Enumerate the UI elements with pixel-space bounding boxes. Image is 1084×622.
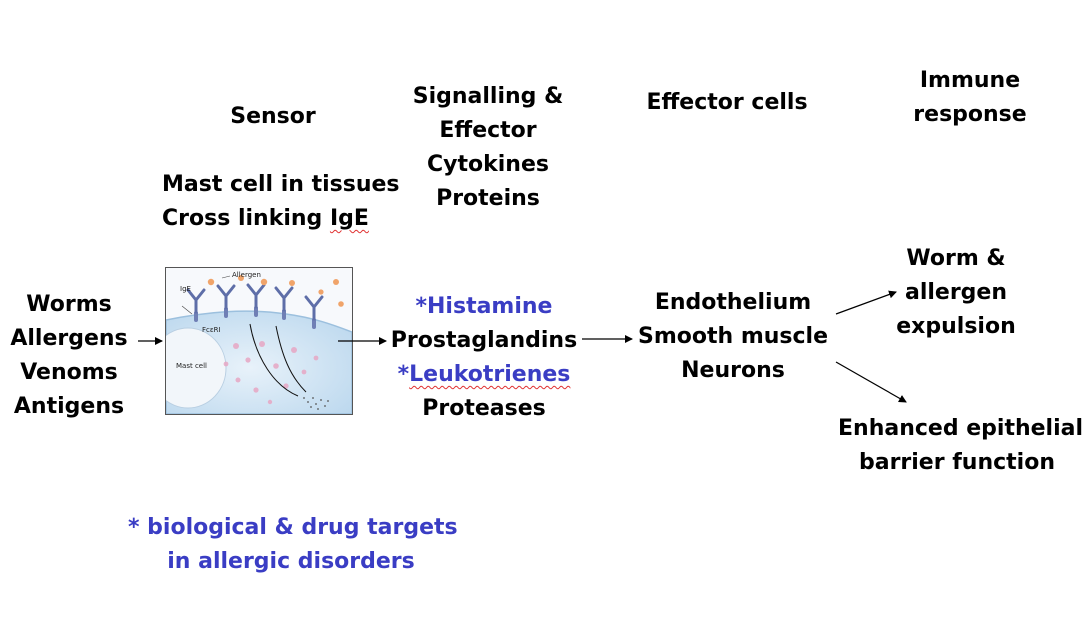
response-expulsion-line-1: Worm & (906, 246, 1006, 271)
mediator-prostaglandins: Prostaglandins (390, 328, 578, 353)
mediator-leukotrienes: *Leukotrienes (384, 358, 584, 392)
sensor-desc-ige: IgE (329, 206, 369, 231)
input-allergens: Allergens (10, 326, 128, 351)
signalling-header: Signalling & Effector Cytokines Proteins (398, 80, 578, 216)
effector-cell-list: Endothelium Smooth muscle Neurons (633, 286, 833, 388)
sensor-desc-cross-linking: Cross linking (162, 206, 330, 231)
ige-antibodies (186, 283, 324, 321)
response-barrier-line-2: barrier function (858, 450, 1056, 475)
figure-label-mast-cell: Mast cell (176, 362, 207, 370)
label-leaders (181, 275, 231, 315)
sensor-desc-line-1: Mast cell in tissues (162, 172, 400, 197)
granules (223, 341, 319, 405)
effector-smooth-muscle: Smooth muscle (637, 324, 829, 349)
mediator-histamine: *Histamine (415, 294, 553, 319)
sensor-description: Mast cell in tissues Cross linking IgE (162, 168, 400, 236)
input-worms: Worms (26, 292, 112, 317)
response-barrier-line-1: Enhanced epithelial (838, 416, 1084, 441)
sensor-desc-line-2: Cross linking IgE (162, 202, 400, 236)
signalling-header-line-3: Cytokines (427, 152, 549, 177)
figure-label-ige: IgE (180, 285, 191, 293)
response-barrier: Enhanced epithelial barrier function (838, 412, 1084, 480)
mediator-proteases: Proteases (422, 396, 546, 421)
immune-header-line-1: Immune (919, 68, 1021, 93)
effector-neurons: Neurons (681, 358, 785, 383)
input-venoms: Venoms (20, 360, 118, 385)
mediator-leukotrienes-star: * (397, 362, 410, 387)
footnote: * biological & drug targets in allergic … (128, 511, 458, 579)
figure-label-allergen: Allergen (232, 271, 261, 279)
response-expulsion-line-3: expulsion (896, 314, 1016, 339)
signalling-header-line-1: Signalling & (412, 84, 564, 109)
signalling-header-line-2: Effector (439, 118, 537, 143)
immune-response-header: Immune response (900, 64, 1040, 132)
effector-endothelium: Endothelium (654, 290, 812, 315)
response-expulsion-line-2: allergen (904, 280, 1008, 305)
arrow-to-barrier (835, 361, 907, 403)
mast-cell-figure: Allergen IgE FcεRI Mast cell (165, 267, 353, 415)
footnote-line-2: in allergic disorders (167, 549, 415, 574)
arrow-to-expulsion (835, 290, 897, 315)
input-antigens: Antigens (13, 394, 125, 419)
mediator-list: *Histamine Prostaglandins *Leukotrienes … (384, 290, 584, 426)
mast-cell-illustration (166, 275, 352, 414)
figure-label-receptor: FcεRI (202, 326, 221, 334)
cell-nucleus (166, 327, 227, 409)
sensor-header: Sensor (230, 104, 316, 129)
released-mediators (303, 397, 329, 410)
release-path (249, 323, 299, 397)
mediator-leukotrienes-text: Leukotrienes (409, 362, 571, 387)
signalling-header-line-4: Proteins (436, 186, 540, 211)
immune-header-line-2: response (913, 102, 1027, 127)
fc-receptors (194, 306, 316, 329)
release-path-2 (275, 325, 307, 393)
response-expulsion: Worm & allergen expulsion (886, 242, 1026, 344)
effector-header: Effector cells (646, 90, 808, 115)
footnote-line-1: * biological & drug targets (128, 515, 458, 540)
input-list: Worms Allergens Venoms Antigens (0, 288, 138, 424)
allergen-particles (207, 275, 344, 307)
